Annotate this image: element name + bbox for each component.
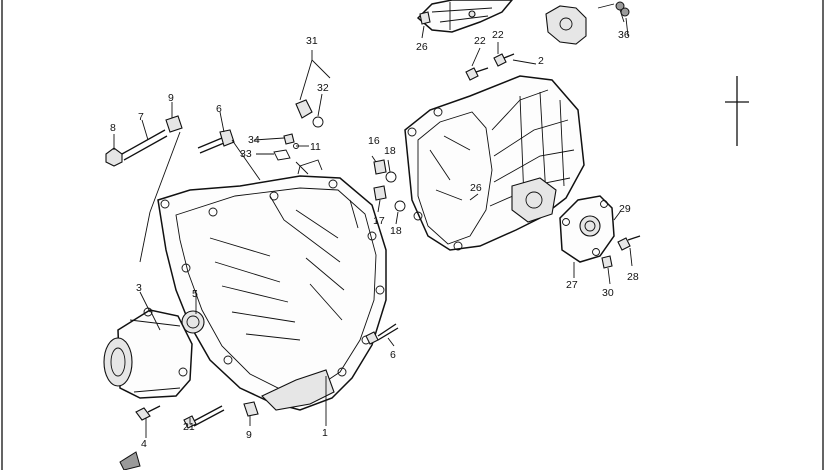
callout-label: 26 [416, 41, 428, 53]
callout-label: 6 [390, 349, 396, 361]
callout-labels: 1 2 3 4 5 6 6 7 8 9 9 11 16 17 18 18 21 … [110, 29, 639, 450]
callout-label: 31 [306, 35, 318, 47]
gear-case [404, 75, 585, 251]
callout-label: 4 [141, 438, 147, 450]
callout-label: 18 [390, 225, 402, 237]
leader-lines [113, 17, 633, 438]
callout-label: 6 [216, 103, 222, 115]
callout-label: 32 [317, 82, 329, 94]
callout-label: 29 [619, 203, 631, 215]
callout-label: 21 [183, 421, 195, 433]
callout-label: 9 [246, 429, 252, 441]
callout-label: 11 [310, 141, 321, 153]
callout-label: 28 [627, 271, 639, 283]
callout-label: 9 [168, 92, 174, 104]
callout-label: 36 [618, 29, 630, 41]
callout-label: 27 [566, 279, 578, 291]
callout-label: 16 [368, 135, 380, 147]
callout-label: 17 [373, 215, 385, 227]
callout-label: 2 [538, 55, 544, 67]
callout-label: 33 [240, 148, 252, 160]
callout-label: 8 [110, 122, 116, 134]
callout-label: 22 [474, 35, 486, 47]
callout-label: 30 [602, 287, 614, 299]
callout-label: 5 [192, 288, 198, 300]
clutch-housing [157, 159, 387, 411]
callout-label: 18 [384, 145, 396, 157]
callout-label: 7 [138, 111, 144, 123]
callout-label: 1 [322, 427, 328, 439]
extension-housing [559, 195, 615, 263]
top-cover-assembly [416, 0, 630, 45]
callout-label: 3 [136, 282, 142, 294]
release-cylinder [103, 307, 193, 399]
callout-label: 34 [248, 134, 260, 146]
callout-label: 22 [492, 29, 504, 41]
callout-label: 26 [470, 182, 482, 194]
